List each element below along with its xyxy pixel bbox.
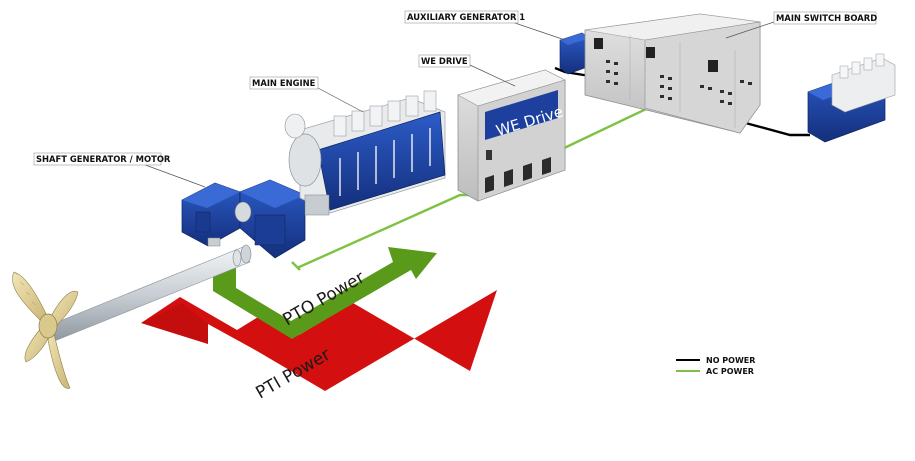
- propeller: [12, 271, 79, 389]
- engine-cylinder-heads: [333, 90, 437, 137]
- cabinet-vents: [485, 157, 551, 193]
- label-main-switch-board: MAIN SWITCH BOARD: [776, 13, 877, 23]
- legend: NO POWER AC POWER: [676, 356, 755, 376]
- main-switch-board: [584, 13, 761, 134]
- callout-leaders: [139, 21, 775, 188]
- we-drive-cabinet: WE Drive: [457, 69, 566, 202]
- label-shaft-generator-motor: SHAFT GENERATOR / MOTOR: [36, 154, 171, 164]
- switch-board-displays: [594, 38, 718, 72]
- shaft-generator-motor: [181, 179, 306, 259]
- label-auxiliary-generator: AUXILIARY GENERATOR 1: [407, 12, 525, 22]
- label-main-engine: MAIN ENGINE: [252, 78, 316, 88]
- switch-board-panel-lines: [629, 35, 736, 128]
- legend-label-ac-power: AC POWER: [706, 367, 754, 376]
- auxiliary-generator-set: [807, 53, 896, 143]
- main-engine: [284, 90, 446, 216]
- callout-boxes: [33, 10, 877, 166]
- label-we-drive: WE DRIVE: [421, 56, 468, 66]
- engine-details: [339, 128, 431, 196]
- legend-label-no-power: NO POWER: [706, 356, 755, 365]
- auxiliary-generator-box: [559, 32, 591, 75]
- switch-board-breakers: [606, 60, 752, 105]
